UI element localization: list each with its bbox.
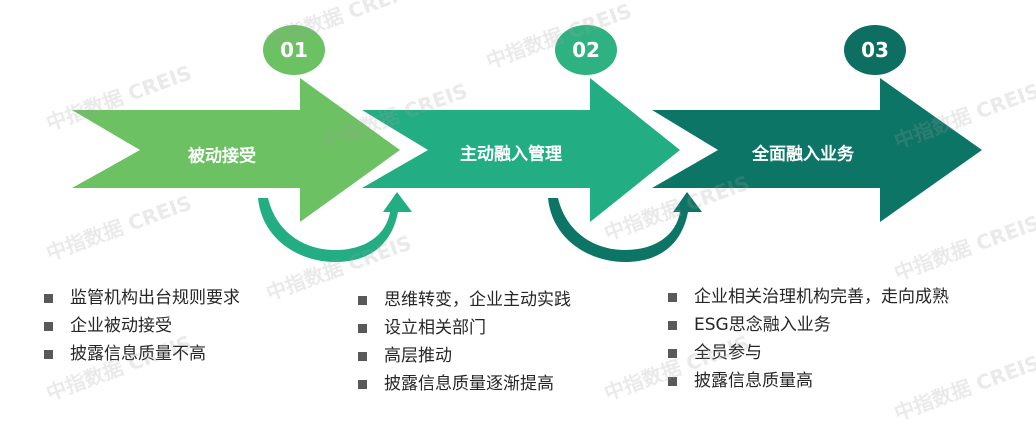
arrow-flow-graphic (72, 78, 982, 262)
bullet-square-icon (668, 348, 677, 358)
list-item: 全员参与 (668, 339, 949, 367)
bullet-square-icon (358, 295, 367, 305)
bullet-square-icon (44, 293, 53, 303)
stage-1-number-badge: 01 (263, 25, 325, 75)
stage-2-number-badge: 02 (555, 25, 617, 75)
bullet-square-icon (358, 351, 367, 361)
stage-2-arrow (362, 78, 680, 222)
list-item: 披露信息质量高 (668, 367, 949, 395)
stage-1-arrow (72, 78, 400, 222)
list-item: 披露信息质量逐渐提高 (358, 370, 571, 398)
bullet-square-icon (668, 376, 677, 386)
list-item: 高层推动 (358, 342, 571, 370)
list-item: 思维转变，企业主动实践 (358, 286, 571, 314)
list-item: 设立相关部门 (358, 314, 571, 342)
stage-3-number-badge: 03 (844, 25, 906, 75)
list-item: 披露信息质量不高 (44, 340, 240, 368)
list-item: 企业被动接受 (44, 312, 240, 340)
stage-3-bullet-list: 企业相关治理机构完善，走向成熟 ESG思念融入业务 全员参与 披露信息质量高 (668, 283, 949, 395)
stage-1-bullet-list: 监管机构出台规则要求 企业被动接受 披露信息质量不高 (44, 284, 240, 368)
stage-3-arrow (652, 78, 982, 222)
stage-2-title: 主动融入管理 (460, 144, 562, 165)
evolution-diagram: 01 02 03 被动接受 主动融入管理 全面融入业务 监管机构出台规则要求 企… (43, 0, 1036, 425)
stage-2-number: 02 (572, 38, 600, 62)
bullet-square-icon (358, 323, 367, 333)
bullet-square-icon (44, 321, 53, 331)
stage-2-bullet-list: 思维转变，企业主动实践 设立相关部门 高层推动 披露信息质量逐渐提高 (358, 286, 571, 398)
list-item: ESG思念融入业务 (668, 311, 949, 339)
stage-3-number: 03 (861, 38, 889, 62)
bullet-square-icon (44, 349, 53, 359)
stage-1-title: 被动接受 (188, 146, 256, 167)
connector-curve-2-to-3 (548, 192, 702, 262)
stage-1-number: 01 (280, 38, 308, 62)
bullet-square-icon (358, 379, 367, 389)
connector-curve-1-to-2 (258, 192, 412, 262)
bullet-square-icon (668, 292, 677, 302)
stage-3-title: 全面融入业务 (752, 144, 854, 165)
list-item: 企业相关治理机构完善，走向成熟 (668, 283, 949, 311)
bullet-square-icon (668, 320, 677, 330)
list-item: 监管机构出台规则要求 (44, 284, 240, 312)
